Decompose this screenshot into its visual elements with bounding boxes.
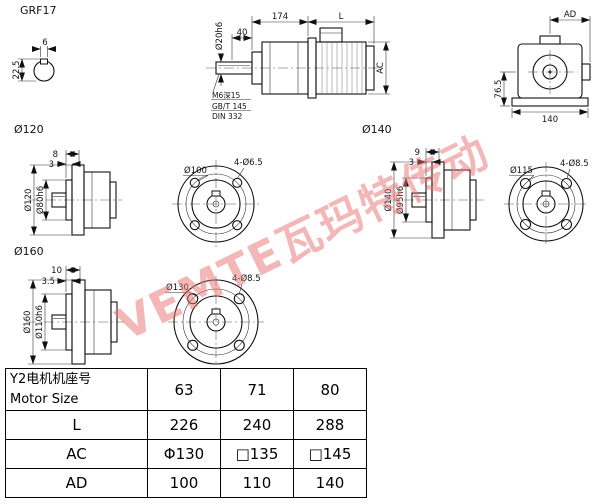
motor-length-dim: L <box>339 12 344 22</box>
flange-outer-circle <box>508 166 584 242</box>
end-view: AD 76.5 140 <box>494 10 591 125</box>
shaft-height-dim: 22.5 <box>12 61 22 80</box>
table-cell: 100 <box>147 468 221 498</box>
bolt-circle-dim: Ø130 <box>166 282 189 293</box>
technical-drawing: GRF17 6 22.5 174 L 40 <box>12 4 591 366</box>
rear-hub <box>110 301 118 343</box>
motor-size-header-cell: Y2电机机座号 Motor Size <box>5 368 148 411</box>
bolt-hole <box>187 293 199 305</box>
standard-note-2: DIN 332 <box>212 112 243 121</box>
tap-note: M6深15 <box>212 91 241 100</box>
spigot-dia-dim: Ø95h6 <box>395 186 406 214</box>
frame-size-cell: 71 <box>220 368 294 411</box>
flange-140-front-view: 4-Ø8.5 Ø115 <box>504 158 589 246</box>
flange-120-label: Ø120 <box>14 123 44 136</box>
outer-dia-dim: Ø120 <box>23 189 34 212</box>
frame-size-cell: 80 <box>293 368 367 411</box>
step-dim: 3.5 <box>41 277 55 287</box>
frame-size-cell: 63 <box>147 368 221 411</box>
bolt-hole <box>189 177 200 188</box>
flange-120-front-view: 4-Ø6.5 Ø100 <box>172 157 263 248</box>
table-cell: 110 <box>220 468 294 498</box>
flange-160-front-view: 4-Ø8.5 Ø130 <box>165 273 264 366</box>
gear-length-dim: 174 <box>272 12 288 22</box>
table-row-l: L 226 240 288 <box>5 410 367 440</box>
top-boss <box>539 35 561 45</box>
bolt-hole <box>189 220 200 231</box>
terminal-box <box>319 27 343 43</box>
bolt-holes-dim: 4-Ø8.5 <box>560 158 589 169</box>
flange-140-side-view: Ø140 Ø140 Ø95h6 9 3 <box>362 123 484 239</box>
keyway-width-dim: 6 <box>42 38 47 48</box>
bolt-hole <box>519 177 532 190</box>
keyway <box>40 58 48 65</box>
bolt-circle-dim: Ø115 <box>510 165 533 176</box>
table-header-row: Y2电机机座号 Motor Size 63 71 80 <box>5 368 367 411</box>
motor-size-label-en: Motor Size <box>10 391 79 407</box>
bolt-holes-dim: 4-Ø8.5 <box>232 273 261 284</box>
fan-cover <box>365 45 375 91</box>
rear-hub <box>109 181 117 219</box>
shaft-diameter-dim: Ø20h6 <box>214 22 225 50</box>
standard-note-1: GB/T 145 <box>212 102 247 111</box>
keyway <box>211 308 221 315</box>
spec-table: Y2电机机座号 Motor Size 63 71 80 L 226 240 28… <box>5 368 367 498</box>
table-cell: 226 <box>147 410 221 440</box>
bolt-hole <box>233 293 245 305</box>
bolt-holes-dim: 4-Ø6.5 <box>234 157 263 168</box>
bolt-hole <box>560 177 573 190</box>
row-label: AC <box>5 439 148 469</box>
table-cell: 240 <box>220 410 294 440</box>
step-dim: 3 <box>409 158 414 168</box>
table-cell: □145 <box>293 439 367 469</box>
row-label: L <box>5 410 148 440</box>
table-cell: □135 <box>220 439 294 469</box>
bolt-circle <box>516 174 576 234</box>
flange-thickness-dim: 9 <box>415 148 420 158</box>
row-label: AD <box>5 468 148 498</box>
spigot-dia-dim: Ø80h6 <box>35 186 46 214</box>
shaft-length-dim: 40 <box>237 28 248 38</box>
keyway <box>541 190 551 197</box>
bolt-circle <box>185 173 247 235</box>
flange-outer-circle <box>177 165 255 243</box>
motor-size-label-cn: Y2电机机座号 <box>10 372 92 387</box>
shaft-section-view: 6 22.5 <box>12 38 57 82</box>
bolt-circle <box>182 288 250 356</box>
bolt-circle-dim: Ø100 <box>184 165 207 176</box>
flange-thickness-dim: 10 <box>51 266 62 276</box>
input-stub <box>581 63 591 81</box>
rear-hub <box>469 179 477 221</box>
outer-dia-dim: Ø160 <box>22 311 33 334</box>
flange-160-label: Ø160 <box>14 245 44 258</box>
bolt-hole <box>560 218 573 231</box>
flange-160-side-view: Ø160 Ø160 Ø110h6 10 3.5 <box>14 245 124 365</box>
base-plate <box>511 97 589 107</box>
spigot-dia-dim: Ø110h6 <box>34 305 45 339</box>
page-title: GRF17 <box>20 4 57 17</box>
keyway <box>211 190 221 197</box>
end-top-width-dim: AD <box>564 10 577 20</box>
bolt-hole <box>187 339 199 351</box>
outer-dia-dim: Ø140 <box>383 189 394 212</box>
flange-120-side-view: Ø120 Ø120 Ø80h6 8 3 <box>14 123 122 236</box>
flange-outer-circle <box>173 279 259 365</box>
bolt-hole <box>232 220 243 231</box>
base-width-dim: 140 <box>542 115 558 125</box>
motor-diameter-dim: AC <box>376 62 386 74</box>
table-cell: Φ130 <box>147 439 221 469</box>
main-side-view: 174 L 40 Ø20h6 AC M6深15 GB/T 145 DIN 332 <box>206 12 390 121</box>
step-dim: 3 <box>49 160 54 170</box>
table-row-ac: AC Φ130 □135 □145 <box>5 439 367 469</box>
bolt-hole <box>233 339 245 351</box>
table-row-ad: AD 100 110 140 <box>5 468 367 498</box>
bolt-hole <box>519 218 532 231</box>
flange-thickness-dim: 8 <box>53 150 58 160</box>
table-cell: 288 <box>293 410 367 440</box>
flange-140-label: Ø140 <box>362 123 392 136</box>
center-height-dim: 76.5 <box>494 80 504 99</box>
table-cell: 140 <box>293 468 367 498</box>
